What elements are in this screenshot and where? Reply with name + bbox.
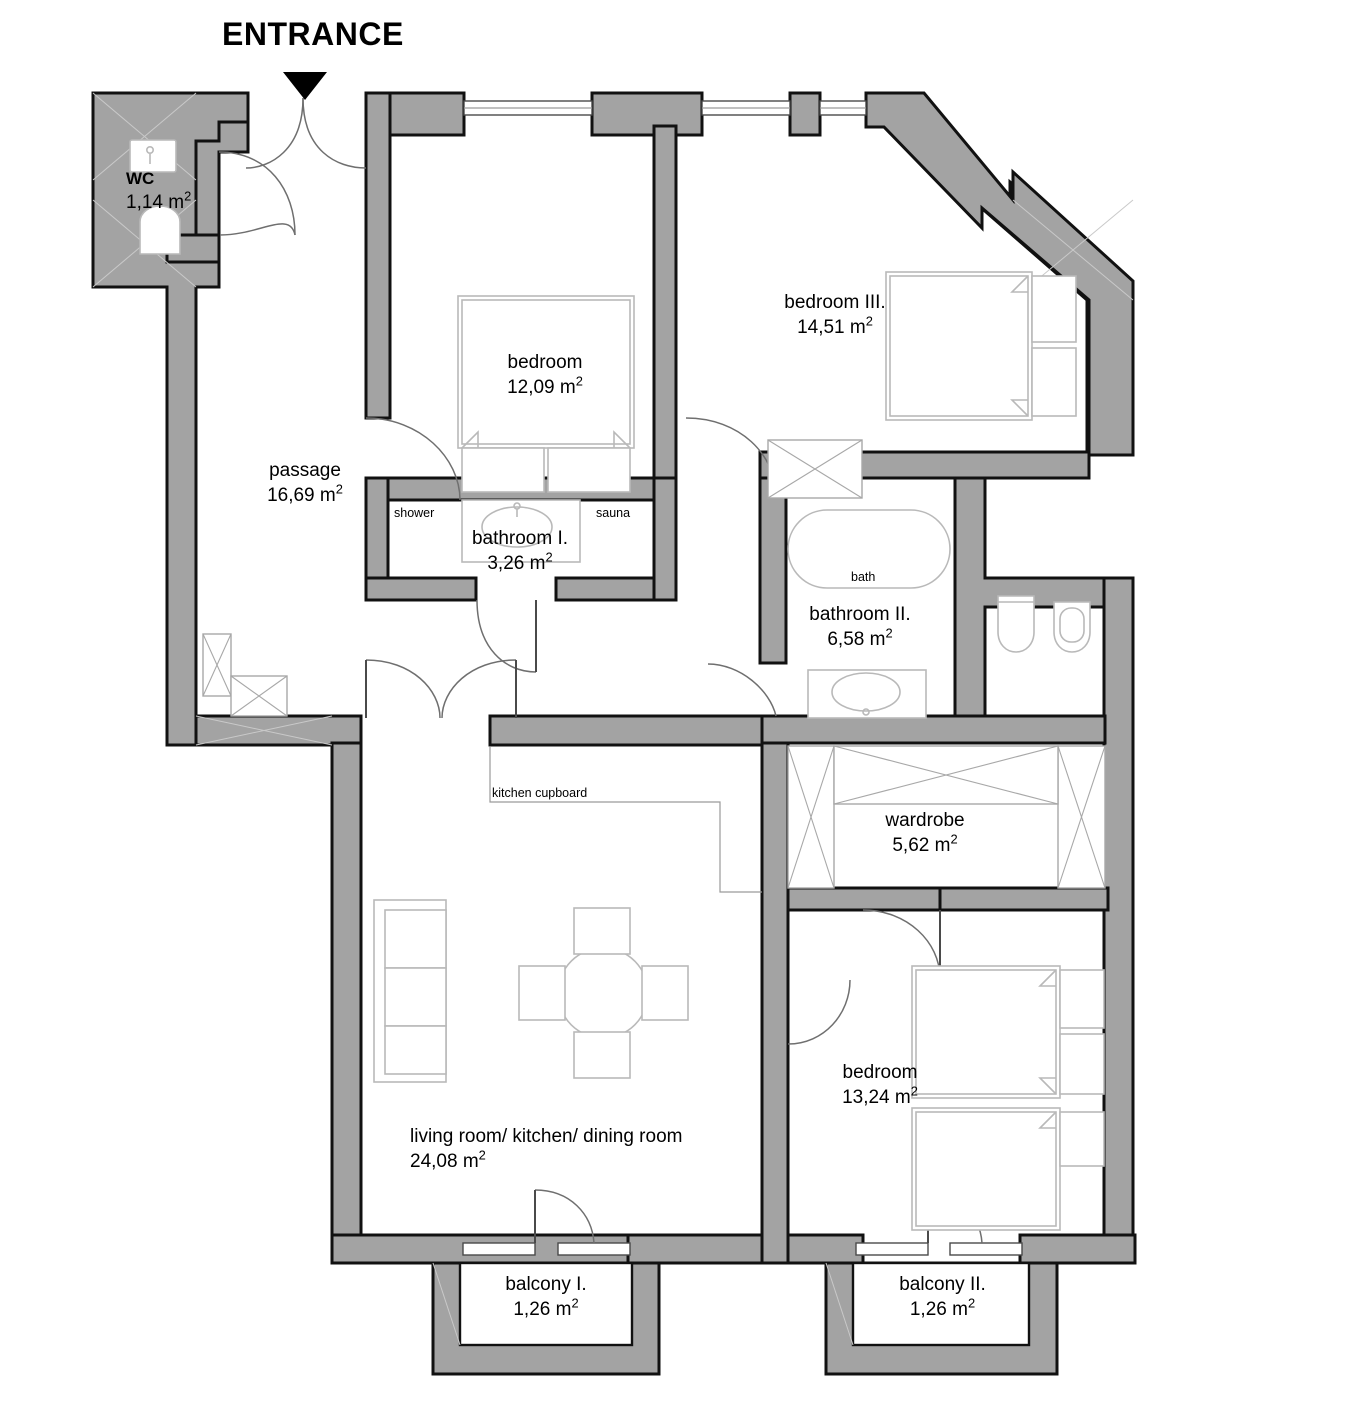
entrance-arrow-icon	[283, 72, 327, 100]
windows	[462, 100, 1023, 1256]
furniture	[129, 139, 1106, 1231]
wall-structure	[91, 91, 1137, 1376]
entrance-label: ENTRANCE	[222, 16, 404, 52]
